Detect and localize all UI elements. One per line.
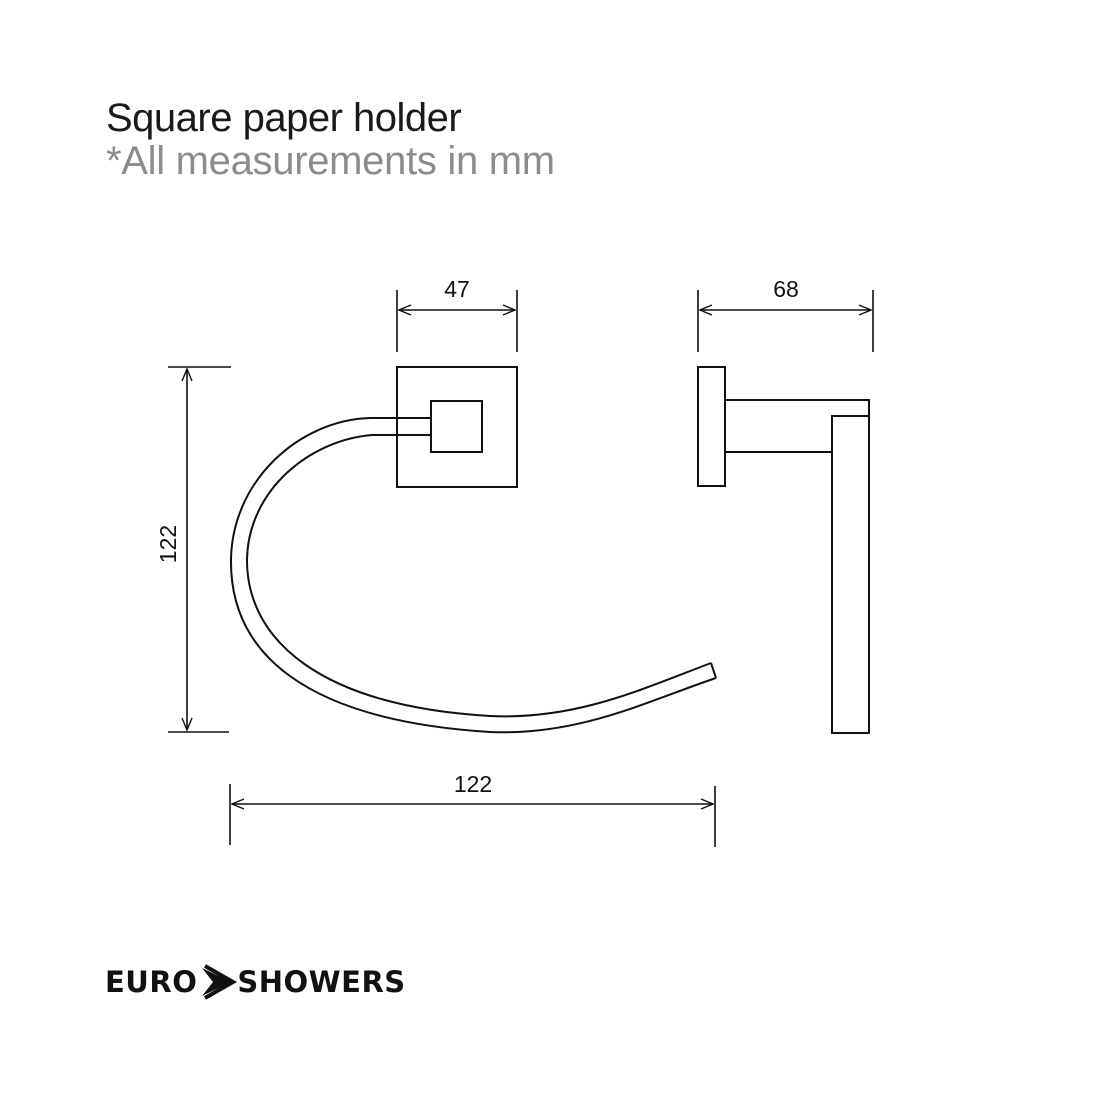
side-drop-bar xyxy=(831,415,870,734)
side-view xyxy=(697,366,870,734)
ring-inner-edge xyxy=(245,434,712,718)
dim-label-47: 47 xyxy=(444,276,470,302)
logo-text-showers: SHOWERS xyxy=(237,965,406,999)
ring-end-cap xyxy=(710,662,717,679)
dim-label-122-horizontal: 122 xyxy=(454,771,492,797)
ring-outer-edge xyxy=(229,417,717,734)
front-mount-boss xyxy=(430,400,483,453)
chevron-right-icon xyxy=(202,964,238,1000)
front-view xyxy=(229,366,717,734)
page-title: Square paper holder xyxy=(106,96,462,140)
brand-logo: EURO SHOWERS xyxy=(105,962,406,1002)
dim-label-122-vertical: 122 xyxy=(155,525,181,563)
measurement-note: *All measurements in mm xyxy=(106,139,555,183)
dim-label-68: 68 xyxy=(773,276,799,302)
side-arm xyxy=(725,399,870,453)
dimension-lines xyxy=(168,290,874,847)
logo-text-euro: EURO xyxy=(105,965,198,999)
side-wall-plate xyxy=(697,366,726,487)
front-wall-plate xyxy=(396,366,518,488)
